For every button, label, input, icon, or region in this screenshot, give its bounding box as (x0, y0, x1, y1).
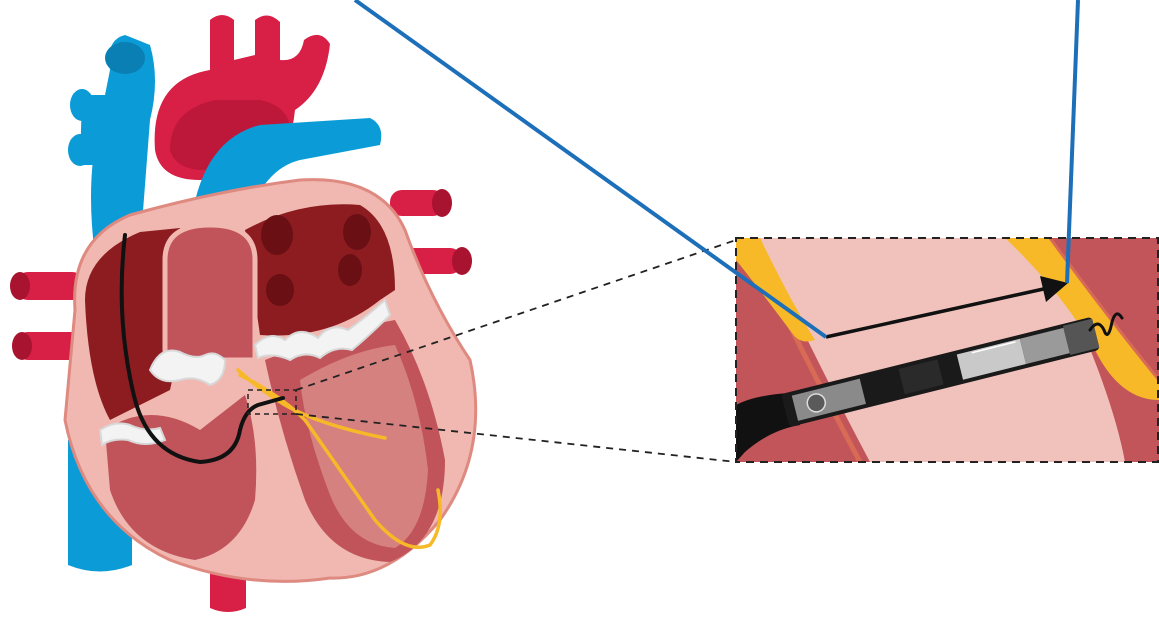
svc-top (105, 42, 145, 74)
pulmonary-vein-r1-cap (432, 189, 452, 217)
pulmonary-vein-l1-cap (10, 272, 30, 300)
pulmonary-orifice-3 (266, 274, 294, 306)
aortic-root (165, 225, 255, 360)
pulmonary-orifice-2 (343, 214, 371, 250)
pulmonary-vein-l2-cap (12, 332, 32, 360)
pulmonary-vein-r2-cap (452, 247, 472, 275)
pulmonary-orifice-4 (338, 254, 362, 286)
pulmonary-orifice-1 (261, 215, 293, 255)
zoom-panel (736, 238, 1159, 462)
heart-cross-section-icon (10, 15, 476, 612)
svc-connector (80, 95, 125, 165)
